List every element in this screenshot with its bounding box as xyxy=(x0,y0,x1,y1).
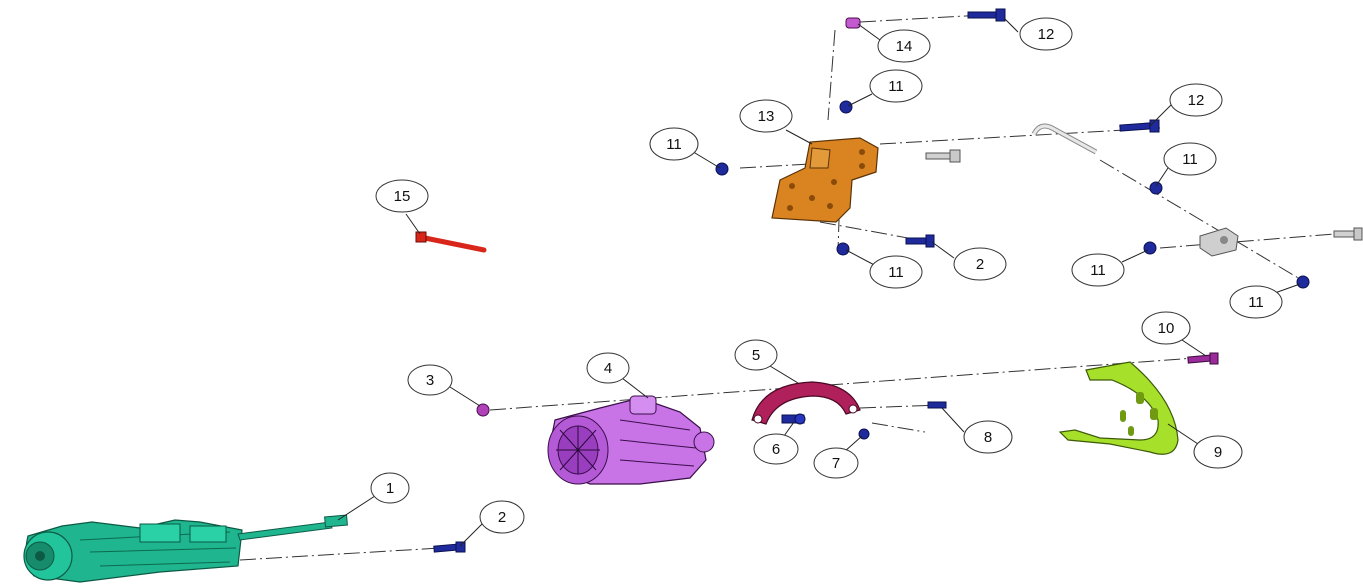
svg-text:7: 7 xyxy=(832,455,840,472)
callout-4: 4 xyxy=(586,352,630,384)
svg-text:6: 6 xyxy=(772,441,780,458)
callout-11-rod: 11 xyxy=(1163,142,1217,176)
callout-3: 3 xyxy=(407,364,453,396)
callout-11-bottom: 11 xyxy=(869,255,923,289)
clamp-block xyxy=(1199,227,1239,257)
svg-text:10: 10 xyxy=(1158,320,1175,337)
callout-6: 6 xyxy=(753,433,799,465)
bolt-2-starter xyxy=(433,541,466,553)
callout-2-starter: 2 xyxy=(479,500,525,534)
callout-11-top: 11 xyxy=(869,69,923,103)
svg-text:13: 13 xyxy=(758,108,775,125)
svg-text:3: 3 xyxy=(426,372,434,389)
assembly-axes xyxy=(239,13,1361,561)
nut-11-e xyxy=(1143,241,1157,255)
starter-motor xyxy=(23,514,348,583)
svg-text:2: 2 xyxy=(976,256,984,273)
callout-11-clamp: 11 xyxy=(1071,253,1125,287)
mounting-bracket xyxy=(771,137,879,223)
svg-text:5: 5 xyxy=(752,347,760,364)
svg-text:12: 12 xyxy=(1188,92,1205,109)
callout-14: 14 xyxy=(877,29,931,63)
grey-bolt-far xyxy=(1333,227,1363,241)
callout-1: 1 xyxy=(370,472,410,504)
callout-11-left: 11 xyxy=(649,127,699,161)
svg-text:4: 4 xyxy=(604,360,612,377)
svg-text:11: 11 xyxy=(888,264,904,281)
callout-12-right: 12 xyxy=(1169,83,1223,117)
svg-text:11: 11 xyxy=(888,78,904,95)
callout-2-bracket: 2 xyxy=(953,247,1007,281)
long-bolt-15 xyxy=(415,231,487,253)
svg-text:1: 1 xyxy=(386,480,394,497)
nut-11-c xyxy=(836,242,850,256)
svg-text:11: 11 xyxy=(666,136,682,153)
callout-15: 15 xyxy=(375,179,429,213)
grey-bolt-bracket xyxy=(925,149,961,163)
bolt-12-top xyxy=(967,8,1006,22)
svg-text:14: 14 xyxy=(896,38,913,55)
callout-11-right: 11 xyxy=(1229,285,1283,319)
alternator xyxy=(547,395,715,485)
svg-text:9: 9 xyxy=(1214,444,1222,461)
nut-11-b xyxy=(839,100,853,114)
callout-9: 9 xyxy=(1193,435,1243,469)
svg-text:2: 2 xyxy=(498,509,506,526)
svg-text:11: 11 xyxy=(1090,262,1106,279)
bolt-12-right xyxy=(1119,119,1160,133)
nut-11-f xyxy=(1296,275,1310,289)
svg-text:11: 11 xyxy=(1248,294,1264,311)
callout-10: 10 xyxy=(1141,311,1191,345)
callout-5: 5 xyxy=(734,339,778,371)
bolt-2-bracket xyxy=(905,234,935,248)
adjusting-strap xyxy=(751,381,861,425)
callout-13: 13 xyxy=(739,99,793,133)
bolt-6 xyxy=(781,413,806,425)
callout-7: 7 xyxy=(813,447,859,479)
bolt-10 xyxy=(1187,352,1219,365)
nut-3 xyxy=(476,403,490,417)
bolt-8 xyxy=(927,401,947,409)
svg-text:11: 11 xyxy=(1182,151,1198,168)
svg-text:8: 8 xyxy=(984,429,992,446)
nut-14 xyxy=(845,17,861,29)
support-rod xyxy=(1031,123,1098,155)
callout-12-top: 12 xyxy=(1019,17,1073,51)
leader-lines xyxy=(337,17,1301,547)
nut-11-d xyxy=(1149,181,1163,195)
belt-guard xyxy=(1058,361,1179,455)
nut-11-a xyxy=(715,162,729,176)
callout-8: 8 xyxy=(963,420,1013,454)
svg-text:12: 12 xyxy=(1038,26,1055,43)
svg-text:15: 15 xyxy=(394,188,411,205)
